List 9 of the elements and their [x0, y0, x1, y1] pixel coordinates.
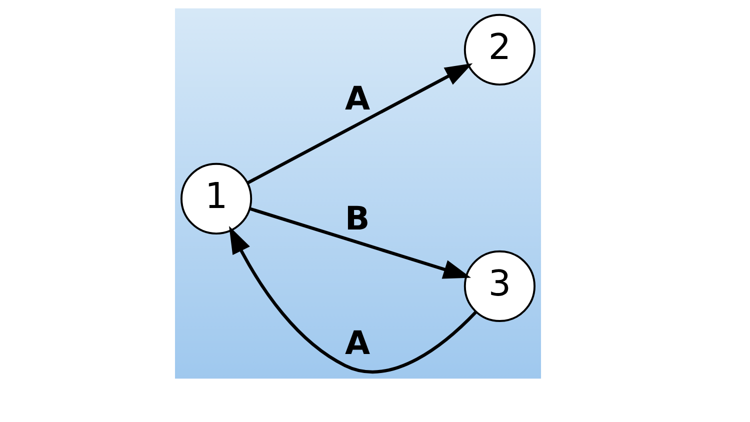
arrow [249, 207, 471, 279]
node-circle: 3 [463, 250, 536, 322]
arrow [246, 63, 472, 184]
node-circle: 1 [180, 162, 252, 235]
edge-label: B [344, 199, 370, 238]
node-circle: 2 [463, 14, 536, 86]
edge-label: A [344, 324, 370, 362]
edge-label: A [344, 80, 370, 118]
arrow [228, 226, 477, 374]
